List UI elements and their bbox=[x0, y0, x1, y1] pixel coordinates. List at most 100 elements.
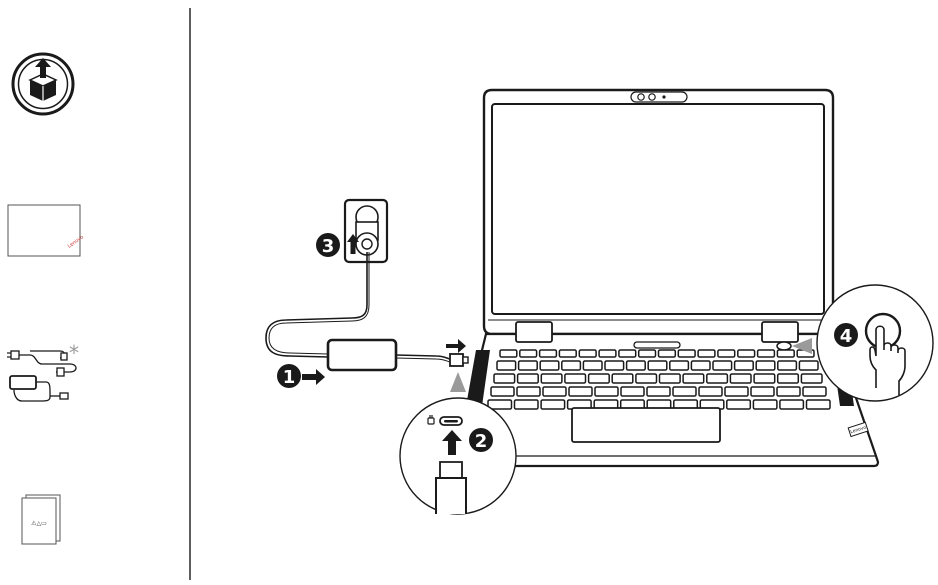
keyboard-key[interactable] bbox=[776, 373, 800, 384]
keyboard-key[interactable] bbox=[493, 373, 516, 384]
keyboard bbox=[487, 349, 831, 410]
keyboard-key[interactable] bbox=[646, 386, 671, 397]
keyboard-key[interactable] bbox=[677, 349, 696, 358]
insert-arrow bbox=[442, 430, 462, 455]
keyboard-key[interactable] bbox=[717, 349, 736, 358]
keyboard-key[interactable] bbox=[706, 373, 729, 384]
keyboard-key[interactable] bbox=[568, 386, 593, 397]
documentation-icon: ⚠△▭ bbox=[21, 494, 61, 545]
usbc-port-pointer-arrow bbox=[450, 372, 466, 392]
power-cord bbox=[265, 252, 451, 363]
step-badge-3: 3 bbox=[316, 233, 340, 257]
step-badge-4: 4 bbox=[834, 323, 858, 347]
keyboard-key[interactable] bbox=[598, 349, 617, 358]
keyboard-key[interactable] bbox=[750, 386, 775, 397]
step-badge-1: 1 bbox=[277, 364, 301, 388]
base-logo-text: Lenovo bbox=[850, 425, 868, 436]
keyboard-key[interactable] bbox=[657, 349, 677, 358]
keyboard-key[interactable] bbox=[805, 399, 831, 410]
keyboard-key[interactable] bbox=[753, 373, 776, 384]
keyboard-key[interactable] bbox=[539, 360, 560, 371]
keyboard-key[interactable] bbox=[594, 386, 619, 397]
keyboard-key[interactable] bbox=[604, 360, 625, 371]
keyboard-key[interactable] bbox=[776, 349, 795, 358]
speaker-grille-left bbox=[466, 350, 490, 406]
keyboard-key[interactable] bbox=[682, 373, 705, 384]
keyboard-key[interactable] bbox=[726, 399, 752, 410]
usbc-zoom-callout bbox=[399, 397, 517, 515]
keyboard-key[interactable] bbox=[516, 373, 539, 384]
keyboard-key[interactable] bbox=[578, 349, 597, 358]
keyboard-key[interactable] bbox=[755, 360, 776, 371]
laptop-power-button[interactable] bbox=[776, 341, 792, 351]
step-number-1: 1 bbox=[283, 367, 296, 388]
keyboard-key[interactable] bbox=[800, 373, 823, 384]
keyboard-key[interactable] bbox=[737, 349, 756, 358]
keyboard-key[interactable] bbox=[658, 373, 681, 384]
keyboard-key[interactable] bbox=[669, 360, 690, 371]
keyboard-key[interactable] bbox=[729, 373, 752, 384]
power-adapter-icon bbox=[7, 350, 77, 402]
keyboard-key[interactable] bbox=[635, 373, 658, 384]
keyboard-key[interactable] bbox=[496, 360, 517, 371]
touchpad[interactable] bbox=[571, 407, 721, 443]
keyboard-key[interactable] bbox=[490, 386, 515, 397]
laptop-illustration: Lenovo bbox=[450, 88, 880, 468]
keyboard-key[interactable] bbox=[798, 360, 819, 371]
keyboard-key[interactable] bbox=[499, 349, 518, 358]
keyboard-key[interactable] bbox=[637, 349, 657, 358]
keyboard-key[interactable] bbox=[752, 399, 778, 410]
keyboard-key[interactable] bbox=[542, 386, 567, 397]
laptop-screen bbox=[491, 103, 825, 315]
keyboard-key[interactable] bbox=[733, 360, 754, 371]
usbc-plug bbox=[449, 353, 469, 367]
keyboard-key[interactable] bbox=[540, 373, 563, 384]
keyboard-key[interactable] bbox=[618, 349, 637, 358]
laptop-closed-icon: Lenovo bbox=[7, 204, 85, 257]
keyboard-key[interactable] bbox=[561, 360, 582, 371]
keyboard-key[interactable] bbox=[540, 399, 566, 410]
keyboard-key[interactable] bbox=[690, 360, 711, 371]
keyboard-key[interactable] bbox=[779, 399, 805, 410]
hinge-right bbox=[761, 321, 799, 343]
hinge-left bbox=[515, 321, 553, 343]
power-button-pointer-arrow bbox=[792, 338, 812, 354]
power-plug-icon bbox=[427, 415, 435, 425]
keyboard-key[interactable] bbox=[777, 360, 798, 371]
step-1-arrow bbox=[302, 369, 325, 385]
keyboard-key[interactable] bbox=[647, 360, 668, 371]
step-3-arrow bbox=[347, 234, 359, 254]
keyboard-key[interactable] bbox=[697, 349, 716, 358]
keyboard-key[interactable] bbox=[558, 349, 577, 358]
unbox-icon bbox=[11, 52, 75, 116]
step-number-2: 2 bbox=[475, 431, 488, 452]
keyboard-key[interactable] bbox=[487, 399, 513, 410]
keyboard-key[interactable] bbox=[516, 386, 541, 397]
keyboard-key[interactable] bbox=[802, 386, 827, 397]
box-contents-column: Lenovo * ⚠△▭ bbox=[7, 8, 191, 580]
power-button-zoom-callout bbox=[816, 284, 934, 402]
optional-item-asterisk: * bbox=[69, 341, 79, 365]
keyboard-key[interactable] bbox=[712, 360, 733, 371]
keyboard-key[interactable] bbox=[776, 386, 801, 397]
keyboard-key[interactable] bbox=[611, 373, 634, 384]
keyboard-key[interactable] bbox=[513, 399, 539, 410]
keyboard-key[interactable] bbox=[620, 386, 645, 397]
pressing-finger-icon bbox=[869, 325, 906, 396]
keyboard-key[interactable] bbox=[625, 360, 646, 371]
keyboard-key[interactable] bbox=[538, 349, 558, 358]
keyboard-key[interactable] bbox=[587, 373, 610, 384]
keyboard-key[interactable] bbox=[519, 349, 538, 358]
keyboard-key[interactable] bbox=[724, 386, 749, 397]
documentation-symbols: ⚠△▭ bbox=[31, 520, 47, 527]
keyboard-key[interactable] bbox=[582, 360, 603, 371]
keyboard-key[interactable] bbox=[517, 360, 538, 371]
keyboard-key[interactable] bbox=[756, 349, 776, 358]
keyboard-key[interactable] bbox=[672, 386, 697, 397]
webcam-icon bbox=[630, 91, 688, 103]
base-logo-badge bbox=[847, 421, 869, 438]
step-badge-2: 2 bbox=[469, 428, 493, 452]
keyboard-key[interactable] bbox=[698, 386, 723, 397]
step-number-3: 3 bbox=[322, 236, 335, 257]
keyboard-key[interactable] bbox=[564, 373, 587, 384]
